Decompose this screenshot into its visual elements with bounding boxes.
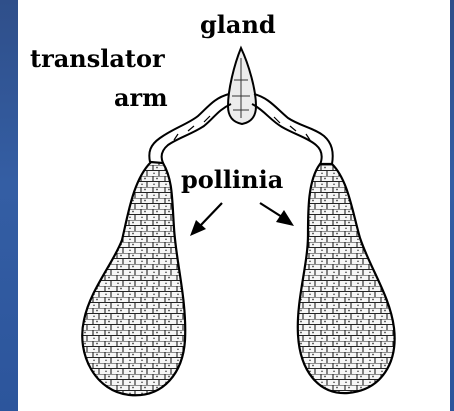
diagram-panel: gland translator arm pollinia	[18, 0, 450, 411]
gland-shape	[228, 48, 256, 124]
pollinia-label: pollinia	[181, 168, 283, 192]
right-translator-arm	[252, 94, 333, 165]
gland-label: gland	[200, 13, 276, 37]
right-pollinium	[298, 164, 395, 393]
left-arrow	[190, 203, 222, 236]
arm-label: arm	[114, 86, 168, 110]
translator-label: translator	[30, 47, 165, 71]
right-arrow	[260, 203, 294, 226]
left-pollinium	[82, 162, 185, 395]
